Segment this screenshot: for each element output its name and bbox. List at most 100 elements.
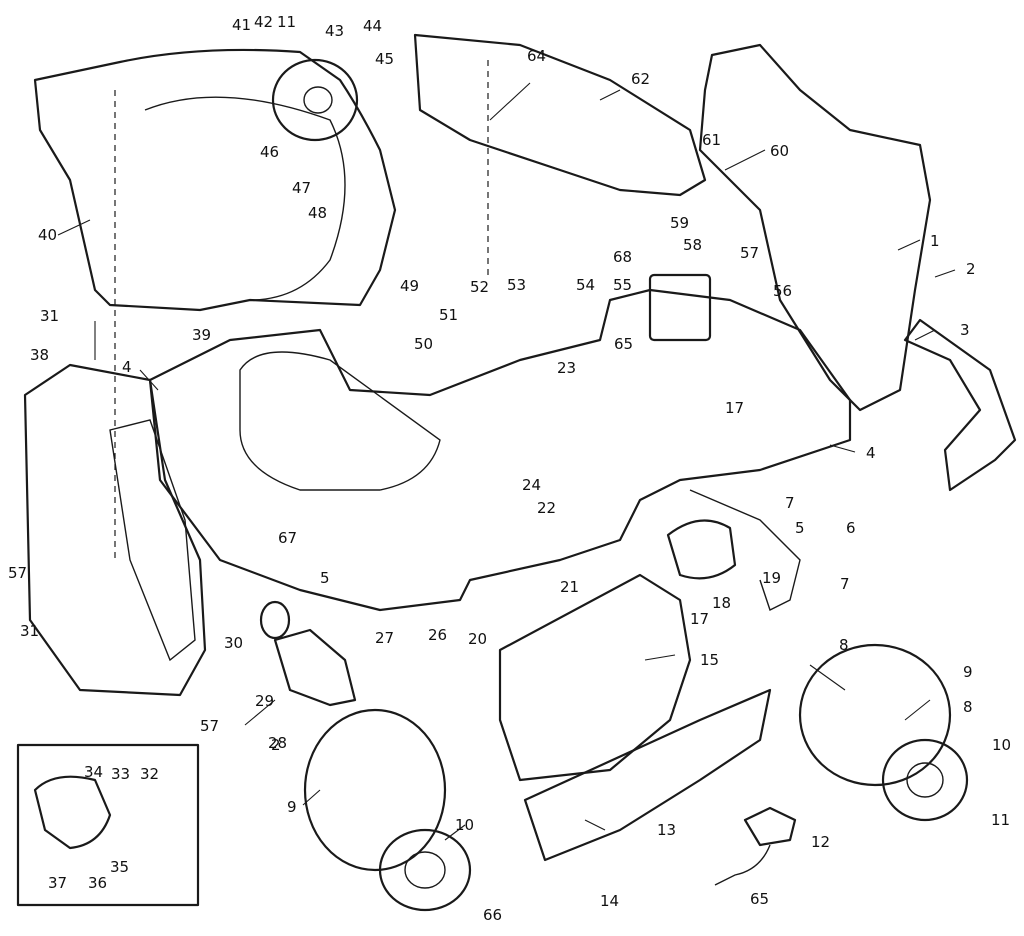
steering-linkage-part bbox=[689, 489, 801, 611]
callout-44: 44 bbox=[363, 17, 382, 35]
hood-wheel-arch bbox=[144, 96, 346, 301]
callout-4: 4 bbox=[122, 358, 132, 376]
callout-5: 5 bbox=[320, 569, 330, 587]
switch-part bbox=[743, 806, 797, 847]
callout-10: 10 bbox=[455, 816, 474, 834]
front-motor-part bbox=[259, 600, 291, 640]
callout-17: 17 bbox=[725, 399, 744, 417]
dashboard-part bbox=[413, 33, 707, 197]
callout-9: 9 bbox=[963, 663, 973, 681]
callout-5: 5 bbox=[795, 519, 805, 537]
callout-31: 31 bbox=[20, 622, 39, 640]
inset-motor-part bbox=[33, 775, 112, 850]
side-panel-inner bbox=[109, 419, 196, 662]
chassis-part bbox=[148, 288, 852, 612]
left-hubcap-part bbox=[378, 828, 472, 912]
callout-31: 31 bbox=[40, 307, 59, 325]
leader-lines bbox=[57, 82, 956, 841]
side-panel-part bbox=[23, 363, 207, 697]
callout-labels: 1 2 3 4 4 5 5 6 7 7 8 8 9 9 10 10 11 11 … bbox=[8, 13, 1011, 924]
callout-57: 57 bbox=[740, 244, 759, 262]
callout-10: 10 bbox=[992, 736, 1011, 754]
left-tire-part bbox=[303, 708, 447, 872]
rear-bumper-part bbox=[903, 318, 1017, 492]
callout-65: 65 bbox=[750, 890, 769, 908]
callout-53: 53 bbox=[507, 276, 526, 294]
callout-42: 42 bbox=[254, 13, 273, 31]
callout-18: 18 bbox=[712, 594, 731, 612]
callout-27: 27 bbox=[375, 629, 394, 647]
callout-43: 43 bbox=[325, 22, 344, 40]
hood-body-part bbox=[33, 48, 397, 312]
harness-part bbox=[714, 844, 771, 886]
callout-38: 38 bbox=[30, 346, 49, 364]
callout-41: 41 bbox=[232, 16, 251, 34]
callout-30: 30 bbox=[224, 634, 243, 652]
callout-49: 49 bbox=[400, 277, 419, 295]
callout-62: 62 bbox=[631, 70, 650, 88]
callout-67: 67 bbox=[278, 529, 297, 547]
callout-48: 48 bbox=[308, 204, 327, 222]
callout-35: 35 bbox=[110, 858, 129, 876]
callout-52: 52 bbox=[470, 278, 489, 296]
steering-wheel-part bbox=[271, 58, 359, 142]
callout-56: 56 bbox=[773, 282, 792, 300]
callout-7: 7 bbox=[840, 575, 850, 593]
callout-66: 66 bbox=[483, 906, 502, 924]
callout-59: 59 bbox=[670, 214, 689, 232]
side-skirt-part bbox=[523, 688, 772, 862]
callout-11: 11 bbox=[277, 13, 296, 31]
callout-51: 51 bbox=[439, 306, 458, 324]
inset-detail-box bbox=[16, 743, 200, 907]
callout-55: 55 bbox=[613, 276, 632, 294]
callout-2: 2 bbox=[271, 736, 281, 754]
callout-8: 8 bbox=[963, 698, 973, 716]
callout-23: 23 bbox=[557, 359, 576, 377]
right-tire-part bbox=[798, 643, 952, 787]
callout-33: 33 bbox=[111, 765, 130, 783]
callout-4: 4 bbox=[866, 444, 876, 462]
callout-45: 45 bbox=[375, 50, 394, 68]
callout-60: 60 bbox=[770, 142, 789, 160]
callout-22: 22 bbox=[537, 499, 556, 517]
door-panel-part bbox=[498, 573, 692, 782]
right-hubcap-part bbox=[881, 738, 969, 822]
callout-20: 20 bbox=[468, 630, 487, 648]
callout-36: 36 bbox=[88, 874, 107, 892]
callout-12: 12 bbox=[811, 833, 830, 851]
steering-wheel-hub bbox=[303, 86, 333, 114]
callout-15: 15 bbox=[700, 651, 719, 669]
callout-57: 57 bbox=[200, 717, 219, 735]
callout-32: 32 bbox=[140, 765, 159, 783]
callout-13: 13 bbox=[657, 821, 676, 839]
callout-28: 28 bbox=[268, 734, 287, 752]
callout-58: 58 bbox=[683, 236, 702, 254]
rear-fender-part bbox=[698, 43, 932, 412]
callout-24: 24 bbox=[522, 476, 541, 494]
left-hubcap-inner bbox=[404, 851, 446, 889]
callout-68: 68 bbox=[613, 248, 632, 266]
callout-64: 64 bbox=[527, 47, 546, 65]
callout-9: 9 bbox=[287, 798, 297, 816]
callout-47: 47 bbox=[292, 179, 311, 197]
callout-11: 11 bbox=[991, 811, 1010, 829]
callout-40: 40 bbox=[38, 226, 57, 244]
callout-17: 17 bbox=[690, 610, 709, 628]
callout-61: 61 bbox=[702, 131, 721, 149]
front-gear-box-part bbox=[273, 628, 357, 707]
seat-well bbox=[239, 351, 441, 491]
callout-50: 50 bbox=[414, 335, 433, 353]
callout-21: 21 bbox=[560, 578, 579, 596]
callout-37: 37 bbox=[48, 874, 67, 892]
callout-6: 6 bbox=[846, 519, 856, 537]
callout-2: 2 bbox=[966, 260, 976, 278]
callout-54: 54 bbox=[576, 276, 595, 294]
callout-3: 3 bbox=[960, 321, 970, 339]
callout-26: 26 bbox=[428, 626, 447, 644]
callout-19: 19 bbox=[762, 569, 781, 587]
callout-57: 57 bbox=[8, 564, 27, 582]
callout-1: 1 bbox=[930, 232, 940, 250]
callout-7: 7 bbox=[785, 494, 795, 512]
callout-39: 39 bbox=[192, 326, 211, 344]
